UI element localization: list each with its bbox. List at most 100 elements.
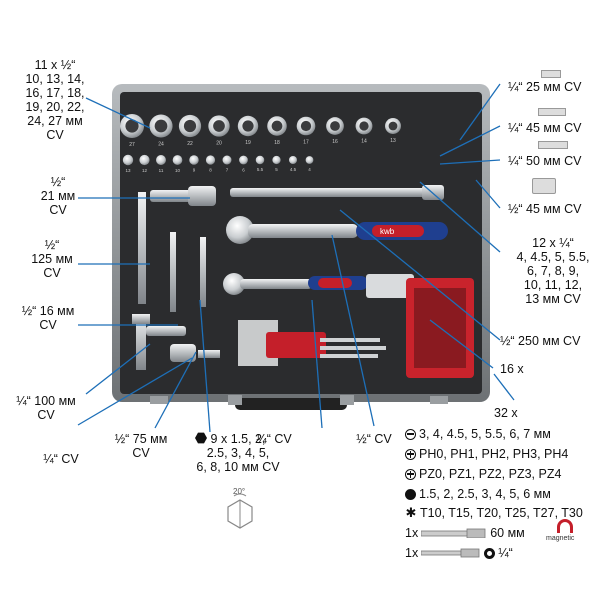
- socket-size-label: 22: [187, 141, 193, 147]
- adapter-45-line: ½“ 45 мм CV: [508, 202, 582, 216]
- hex-key-icon: [195, 432, 207, 444]
- label-adapter-45mm: ½“ 45 мм CV: [508, 202, 581, 216]
- legend-phillips: PH0, PH1, PH2, PH3, PH4: [405, 447, 568, 461]
- socket-size-label: 10: [175, 168, 181, 173]
- torx-icon: ✱: [405, 505, 417, 520]
- socket-size-label: 7: [226, 167, 229, 172]
- adapter-21-line: ½“: [50, 175, 66, 189]
- socket-quarter-inch: [205, 155, 216, 165]
- sockets-half-line: CV: [46, 128, 64, 142]
- socket-size-label: 6: [242, 167, 245, 172]
- phillips-icon: [405, 448, 416, 460]
- hex-keys-line: 9 x 1.5, 2,: [210, 432, 266, 446]
- socket-size-label: 14: [361, 138, 367, 144]
- magnet-icon: [557, 519, 573, 533]
- label-extension-50mm: ¼“ 50 мм CV: [508, 154, 582, 168]
- ext-75-line: ½“ 75 мм: [114, 432, 168, 446]
- socket-size-label: 5.5: [257, 167, 264, 172]
- magnetic-badge: magnetic: [546, 535, 575, 542]
- case-handle: [235, 398, 347, 410]
- label-sockets-quarter-inch: 12 x ¼“4, 4.5, 5, 5.5,6, 7, 8, 9,10, 11,…: [505, 236, 601, 306]
- accessory-adapter: 1x ¼“: [405, 546, 513, 560]
- sockets-quarter-line: 6, 7, 8, 9,: [526, 264, 580, 278]
- sockets-half-line: 11 x ½“: [34, 58, 76, 72]
- socket-size-label: 19: [245, 140, 251, 146]
- legend-pozidriv: PZ0, PZ1, PZ2, PZ3, PZ4: [405, 467, 561, 481]
- bar-125-line: ½“: [44, 238, 60, 252]
- socket-size-label: 5: [275, 167, 278, 172]
- hex-bit-icon: [405, 488, 416, 500]
- label-hex-keys: 9 x 1.5, 2,2.5, 3, 4, 5,6, 8, 10 мм CV: [186, 432, 290, 474]
- extension-bar-250: [230, 188, 426, 197]
- label-sockets-half-inch: 11 x ½“10, 13, 14,16, 17, 18,19, 20, 22,…: [20, 58, 90, 142]
- socket-quarter-inch: [189, 155, 199, 165]
- cv-quarter-line: ¼“ CV: [43, 452, 79, 466]
- sockets-quarter-line: 10, 11, 12,: [523, 278, 583, 292]
- spark-16-line: CV: [39, 318, 57, 332]
- socket-size-label: 27: [129, 142, 135, 148]
- ratchet-quarter-line: ¼“ CV: [256, 432, 292, 446]
- svg-text:kwb: kwb: [380, 227, 395, 236]
- socket-quarter-inch: [222, 155, 232, 165]
- label-bits-16: 16 x: [500, 362, 524, 376]
- label-ratchet-quarter: ¼“ CV: [254, 432, 294, 446]
- socket-size-label: 8: [209, 168, 212, 173]
- ext-100-line: ¼“ 100 мм: [16, 394, 76, 408]
- ratchet-half-line: ½“ CV: [356, 432, 392, 446]
- bar-125-line: 125 мм: [31, 252, 73, 266]
- socket-quarter-inch: [122, 154, 134, 166]
- socket-size-label: 24: [158, 142, 164, 148]
- slot-icon: [405, 428, 416, 440]
- socket-size-label: 17: [303, 139, 309, 145]
- sockets-half-line: 19, 20, 22,: [25, 100, 85, 114]
- label-cv-quarter: ¼“ CV: [40, 452, 82, 466]
- sockets-half-line: 10, 13, 14,: [25, 72, 85, 86]
- ext-100-line: CV: [37, 408, 55, 422]
- svg-text:20°: 20°: [233, 487, 245, 496]
- ext-50-icon: [538, 141, 568, 149]
- socket-quarter-inch: [156, 155, 166, 165]
- socket-size-label: 12: [142, 168, 148, 173]
- hex-keys-line: 2.5, 3, 4, 5,: [206, 446, 270, 460]
- socket-quarter-inch: [139, 154, 150, 166]
- socket-size-label: 16: [332, 139, 338, 145]
- socket-quarter-inch: [305, 156, 314, 164]
- spark-16-line: ½“ 16 мм: [21, 304, 75, 318]
- socket-quarter-inch: [172, 155, 183, 165]
- label-bar-250mm: ½“ 250 мм CV: [500, 334, 581, 348]
- legend-torx: ✱T10, T15, T20, T25, T27, T30: [405, 505, 583, 520]
- pozidriv-icon: [405, 468, 416, 480]
- adapter-21-line: 21 мм: [40, 189, 76, 203]
- label-bits-32: 32 x: [494, 406, 518, 420]
- socket-size-label: 11: [159, 168, 164, 173]
- sockets-quarter-line: 13 мм CV: [525, 292, 581, 306]
- label-ratchet-half: ½“ CV: [354, 432, 394, 446]
- spark-plug-socket: [132, 314, 186, 370]
- bar-125-line: CV: [43, 266, 61, 280]
- socket-size-label: 4: [308, 167, 311, 172]
- extension-bar-125: [138, 192, 146, 304]
- socket-size-label: 9: [193, 168, 196, 173]
- label-extension-45mm: ¼“ 45 мм CV: [508, 121, 582, 135]
- adapter-icon: [532, 178, 556, 194]
- socket-size-label: 13: [390, 138, 396, 144]
- adapter-bit-icon: [421, 548, 480, 558]
- hex-angle-icon: 20°: [227, 487, 253, 529]
- accessory-bit-holder: 1x 60 мм: [405, 526, 525, 540]
- ext-75-line: CV: [132, 446, 150, 460]
- label-extension-25mm: ¼“ 25 мм CV: [508, 80, 582, 94]
- legend-hex: 1.5, 2, 2.5, 3, 4, 5, 6 мм: [405, 487, 551, 501]
- socket-size-label: 4.5: [290, 167, 297, 172]
- ext-45-icon: [538, 108, 566, 116]
- hex-keys-line: 6, 8, 10 мм CV: [196, 460, 280, 474]
- socket-size-label: 13: [125, 168, 131, 173]
- socket-quarter-inch: [239, 155, 248, 165]
- ext-25-icon: [541, 70, 561, 78]
- legend-slot: 3, 4, 4.5, 5, 5.5, 6, 7 мм: [405, 427, 551, 441]
